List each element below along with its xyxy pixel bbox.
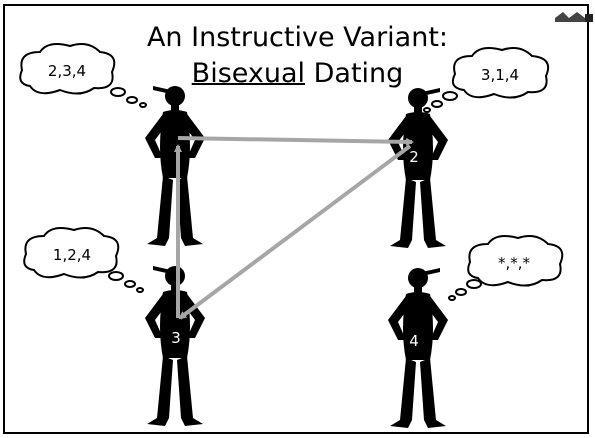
thought-cloud-2 xyxy=(423,47,550,113)
arrow-2-to-3 xyxy=(178,144,412,320)
preference-2: 3,1,4 xyxy=(481,66,519,84)
corner-logo-icon xyxy=(555,12,593,22)
person-number-4: 4 xyxy=(409,332,419,350)
slide-border xyxy=(3,4,589,434)
person-number-3: 3 xyxy=(171,329,181,347)
thought-cloud-3 xyxy=(23,227,144,293)
title-underlined-word: Bisexual xyxy=(191,58,306,89)
arrow-1-to-2 xyxy=(177,136,414,146)
title-line-1: An Instructive Variant: xyxy=(146,22,449,53)
person-1-figure xyxy=(145,86,205,246)
preference-3: 1,2,4 xyxy=(53,246,91,264)
preference-4: *,*,* xyxy=(498,254,531,272)
title-line-2: Bisexual Dating xyxy=(0,58,595,89)
preference-1: 2,3,4 xyxy=(48,62,86,80)
person-number-2: 2 xyxy=(409,148,419,166)
title-rest: Dating xyxy=(305,58,404,89)
person-2-figure xyxy=(388,88,448,248)
thought-cloud-1 xyxy=(19,43,147,108)
thought-cloud-4 xyxy=(448,235,564,301)
